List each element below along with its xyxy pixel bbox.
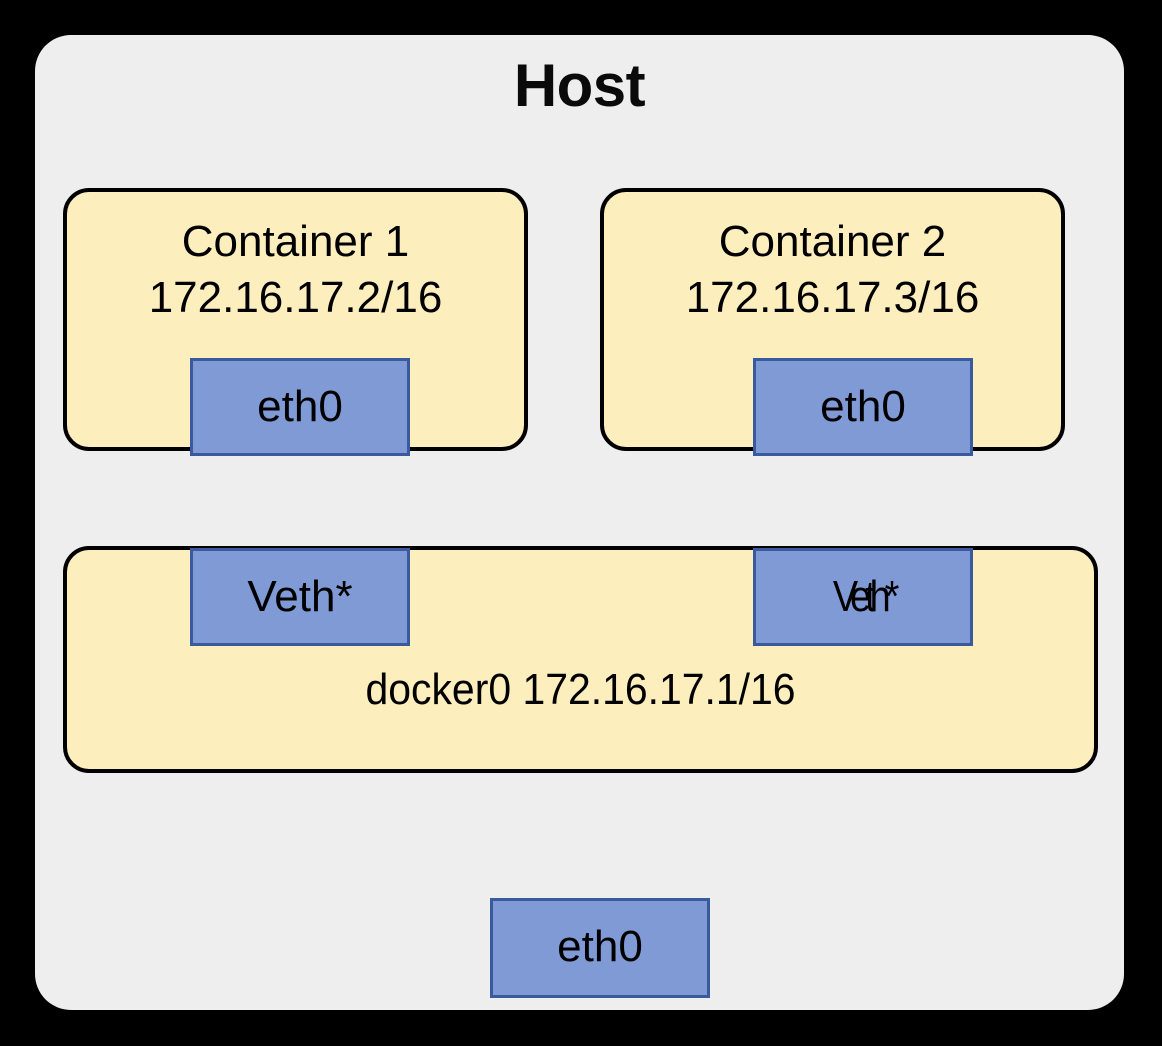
host-eth0-label: eth0 [557, 922, 643, 971]
host-panel: Host Container 1 172.16.17.2/16 eth0 Con… [35, 35, 1124, 1010]
container-2-eth0-label: eth0 [820, 382, 906, 431]
docker0-bridge-label: docker0 172.16.17.1/16 [365, 665, 796, 714]
page-title: Host [513, 52, 646, 119]
container-2-name: Container 2 [718, 217, 947, 266]
container-1-name: Container 1 [181, 217, 410, 266]
container-2-ip: 172.16.17.3/16 [685, 273, 980, 322]
host-eth0-interface[interactable]: eth0 [490, 898, 710, 998]
veth-right-interface[interactable]: Veth* [753, 548, 973, 646]
container-1-ip: 172.16.17.2/16 [148, 273, 443, 322]
container-1-eth0-interface[interactable]: eth0 [190, 358, 410, 456]
container-2-eth0-interface[interactable]: eth0 [753, 358, 973, 456]
container-1-eth0-label: eth0 [257, 382, 343, 431]
veth-right-label: Veth* [832, 572, 899, 621]
veth-left-interface[interactable]: Veth* [190, 548, 410, 646]
veth-left-label: Veth* [247, 572, 353, 621]
